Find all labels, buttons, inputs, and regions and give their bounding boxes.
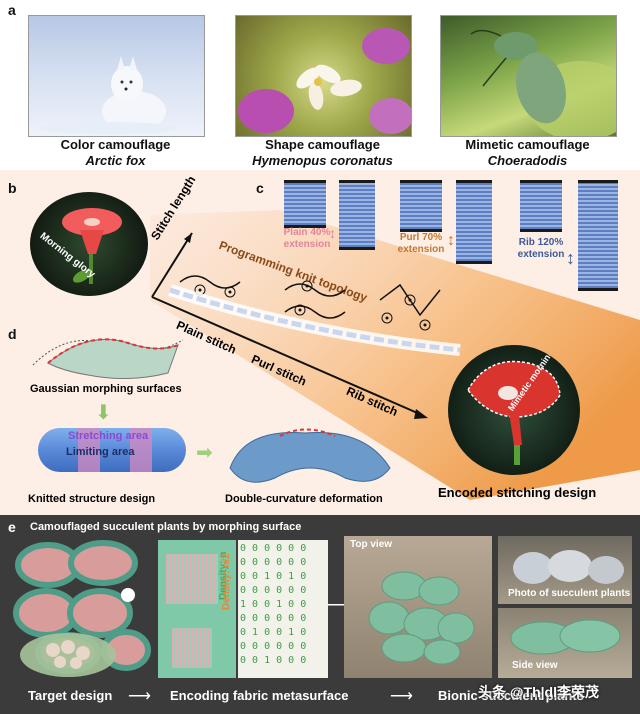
flow-arrow-icon: ⟶ [390, 688, 413, 705]
morning-glory-photo: Morning glory [30, 192, 148, 296]
caption-species: Choeradodis [487, 153, 568, 168]
panel-d-label: d [8, 326, 17, 342]
choeradodis-illustration [470, 29, 616, 136]
morning-glory-illustration [62, 208, 122, 284]
gaussian-surface [32, 338, 184, 380]
right-arrow-icon: ➡ [196, 442, 213, 464]
rib-extension-label: Rib 120%extension [517, 237, 565, 260]
caption-arctic-fox: Color camouflage Arctic fox [28, 137, 203, 169]
caption-choeradodis: Mimetic camouflage Choeradodis [440, 137, 615, 169]
arctic-fox-illustration [39, 56, 179, 134]
purl-extension-label: Purl 70%extension [397, 232, 445, 255]
orchid-mantis-photo [235, 15, 412, 137]
limiting-area-label: Limiting area [66, 446, 135, 458]
caption-species: Hymenopus coronatus [252, 153, 393, 168]
fabric-panel-n [158, 540, 236, 678]
knitted-cylinder [38, 428, 186, 472]
density-n2-label: Density: n/2 [221, 553, 232, 610]
flow-target-design: Target design [28, 688, 113, 703]
stitch-axes [151, 232, 428, 419]
succulent-photo: Photo of succulent plants [498, 536, 632, 604]
purl-arrow-icon: ↕ [447, 232, 455, 249]
orchid-mantis-illustration [238, 28, 411, 134]
side-view-photo: Side view [498, 608, 632, 678]
double-curvature-shape [229, 428, 391, 483]
panel-a-label: a [8, 2, 16, 18]
panel-e-title: Camouflaged succulent plants by morphing… [30, 521, 302, 533]
purl-sample-stretched [456, 180, 492, 264]
watermark: 头条 @Th|dl李荣茂 [478, 684, 600, 700]
succulent-photo-illustration [513, 550, 624, 584]
caption-hymenopus: Shape camouflage Hymenopus coronatus [225, 137, 420, 169]
stitch-type-axis [151, 296, 423, 416]
photo-label: Photo of succulent plants [508, 588, 631, 599]
gaussian-label: Gaussian morphing surfaces [30, 383, 182, 395]
target-design-pattern [13, 540, 151, 677]
mimetic-morning-glory-photo: Mimetic morning glory [448, 345, 580, 475]
rib-arrow-icon: ↕ [566, 248, 575, 268]
arctic-fox-photo [28, 15, 205, 137]
dense-region [172, 628, 212, 668]
top-view-label: Top view [350, 539, 393, 550]
caption-species: Arctic fox [85, 153, 146, 168]
stretch-band [78, 428, 100, 472]
choeradodis-photo [440, 15, 617, 137]
caption-type: Shape camouflage [265, 137, 380, 152]
flow-bionic: Bionic succulent plants [438, 688, 584, 703]
encoded-stitching-label: Encoded stitching design [438, 485, 597, 500]
down-arrow-icon: ⬇ [95, 402, 112, 424]
plain-arrow-icon: ↕ [329, 225, 336, 241]
flow-arrow-icon: ⟶ [128, 688, 151, 705]
mimetic-flower-illustration [467, 360, 561, 465]
plain-sample-stretched [339, 180, 375, 250]
flow-encoding: Encoding fabric metasurface [170, 688, 349, 703]
panel-e-label: e [8, 519, 16, 535]
side-view-illustration [510, 619, 621, 655]
rib-sample-stretched [578, 180, 618, 291]
caption-type: Mimetic camouflage [465, 137, 590, 152]
dense-region [166, 554, 218, 604]
stitch-length-axis [151, 232, 193, 298]
rib-loop-icon [379, 283, 441, 331]
side-view-label: Side view [512, 660, 558, 671]
purl-sample-relaxed [400, 180, 442, 232]
purl-loop-icon [284, 280, 346, 319]
rib-sample-relaxed [520, 180, 562, 232]
panel-b-label: b [8, 180, 17, 196]
bionic-plants-photo: Top view [344, 536, 492, 678]
panel-c-label: c [256, 180, 264, 196]
knit-fibre [168, 284, 461, 356]
caption-type: Color camouflage [60, 137, 171, 152]
bionic-plants-illustration [368, 571, 475, 665]
stretch-band [130, 428, 152, 472]
plain-sample-relaxed [284, 180, 326, 228]
knitted-structure-label: Knitted structure design [28, 493, 156, 505]
double-curvature-label: Double-curvature deformation [225, 493, 383, 505]
plain-extension-label: Plain 40%extension [283, 227, 331, 250]
stretching-area-label: Stretching area [68, 430, 149, 442]
